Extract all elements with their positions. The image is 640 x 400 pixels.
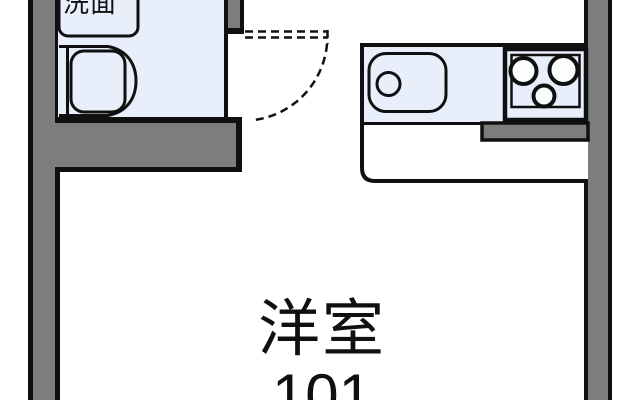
burner-icon [508,56,539,86]
wall-washroom-bottom-bottomline [55,167,242,172]
wall-right-fill [588,0,608,400]
wall-left [28,0,60,400]
gas-stove-3-burner-icon [502,46,589,123]
burner-icon [547,54,580,86]
washroom-label: 洗面 [63,0,117,18]
wall-washroom-bottom-topline [55,117,242,123]
main-room-label: 洋室 [258,295,386,364]
toilet-bowl [69,49,127,114]
kitchen-sink-icon [367,52,448,113]
door-swing-arc [253,43,329,122]
wall-washroom-bottom [38,117,242,172]
burner-icon [531,83,557,109]
sink-basin [367,52,448,113]
sink-drain [375,71,402,97]
wall-above-door [228,0,244,34]
kitchen-unit [360,43,589,183]
toilet-icon [59,45,138,117]
main-room-number: 101 [272,362,372,400]
wall-right [584,0,612,400]
washroom-right-wall-line [224,0,228,122]
wall-washroom-bottom-cap [236,117,242,172]
main-room: 洋室 101 [258,295,386,400]
wall-washroom-bottom-fill [38,122,236,167]
door-swing-icon [245,30,329,122]
wall-above-door-fill [228,0,240,28]
vanity-basin-icon: 洗面 [57,0,140,38]
wall-left-fill [33,0,55,400]
wall-stub-under-stove [480,121,590,142]
vanity-counter [57,0,140,38]
